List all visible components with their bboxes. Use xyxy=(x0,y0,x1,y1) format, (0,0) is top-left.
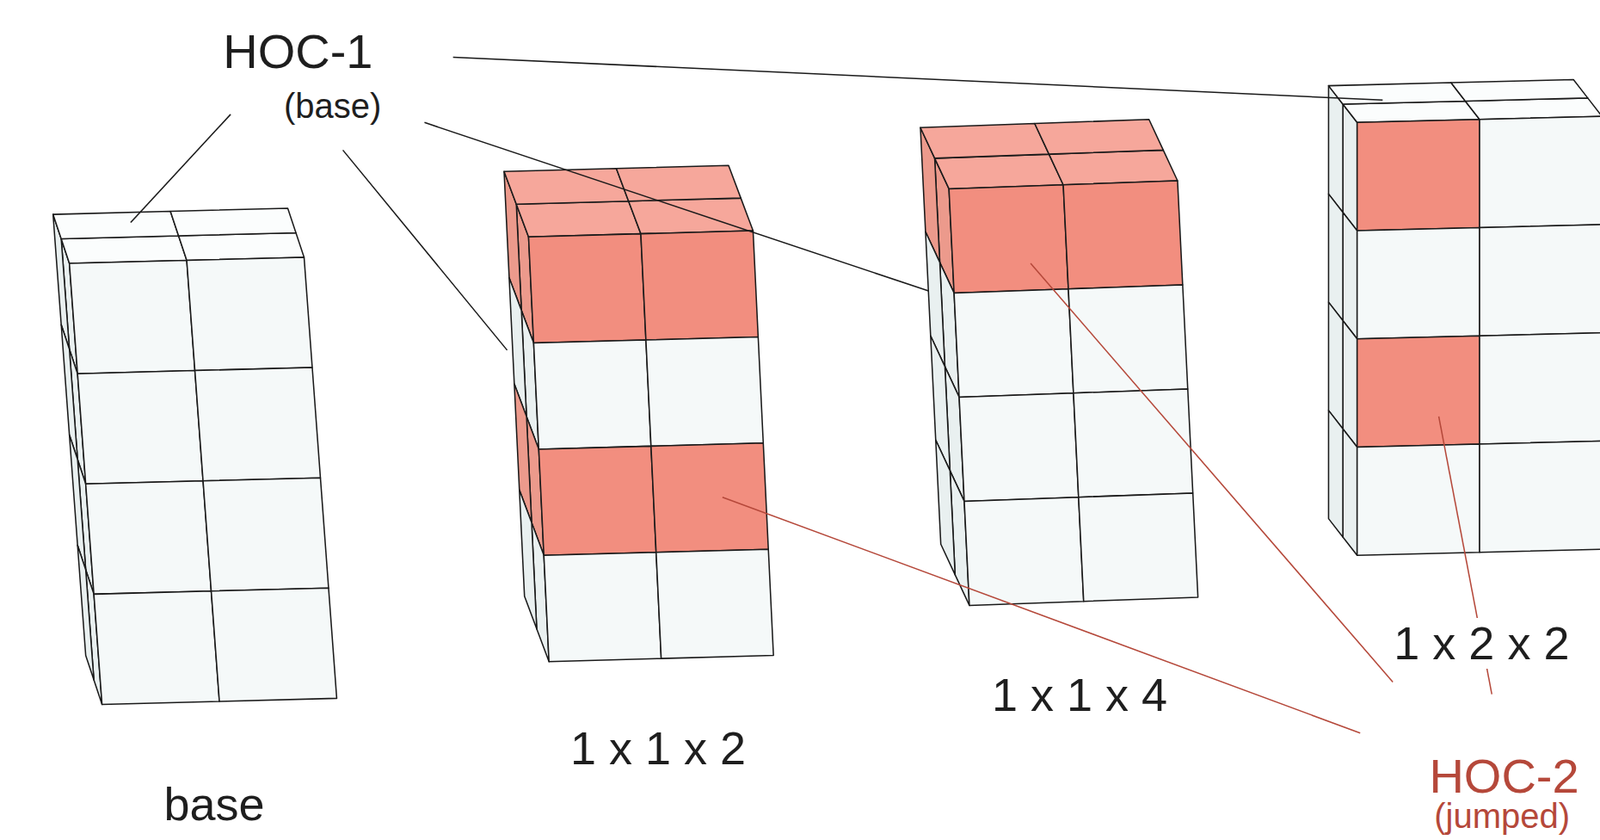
front-face xyxy=(211,587,338,702)
leader-line xyxy=(453,56,1384,100)
front-face xyxy=(656,548,774,659)
top-face xyxy=(504,168,629,205)
leader-line xyxy=(1030,263,1393,682)
front-face xyxy=(1078,492,1199,602)
top-face xyxy=(178,232,305,260)
front-face xyxy=(1063,180,1183,290)
front-face xyxy=(959,393,1079,502)
callout-subtitle: (base) xyxy=(280,86,385,125)
top-face xyxy=(1451,80,1588,102)
front-face xyxy=(640,230,758,340)
front-face xyxy=(1073,388,1194,498)
front-face xyxy=(203,477,329,591)
top-face xyxy=(628,197,754,234)
top-face xyxy=(61,235,187,264)
front-face xyxy=(195,367,321,481)
front-face xyxy=(1357,443,1480,555)
front-face xyxy=(1479,440,1600,552)
side-face xyxy=(1342,212,1358,339)
side-face xyxy=(1342,104,1358,231)
front-face xyxy=(953,289,1074,398)
callout-subtitle: (jumped) xyxy=(1430,796,1574,835)
front-face xyxy=(651,443,769,553)
front-face xyxy=(1357,335,1480,447)
front-face xyxy=(1479,224,1600,336)
top-face xyxy=(1328,82,1465,105)
side-face xyxy=(1328,301,1343,429)
leader-line xyxy=(722,497,1360,733)
top-face xyxy=(1342,100,1480,123)
front-face xyxy=(77,370,204,485)
top-face xyxy=(516,201,641,238)
side-face xyxy=(1328,410,1343,537)
top-face xyxy=(920,123,1049,159)
leader-line xyxy=(130,114,231,223)
top-face xyxy=(1034,119,1164,154)
side-face xyxy=(1342,320,1358,447)
front-face xyxy=(646,336,764,446)
leader-lines xyxy=(130,56,1492,733)
front-face xyxy=(186,257,313,371)
stack-caption: 1 x 1 x 4 xyxy=(988,669,1171,720)
front-face xyxy=(533,339,651,450)
front-face xyxy=(1479,332,1600,444)
side-face xyxy=(519,489,537,628)
callout-title: HOC-1 xyxy=(219,24,376,79)
callout-title: HOC-2 xyxy=(1425,749,1582,803)
top-face xyxy=(170,208,296,236)
leader-line xyxy=(343,149,508,350)
stack-caption: base xyxy=(160,778,269,830)
top-face xyxy=(935,153,1064,189)
top-face xyxy=(615,165,741,202)
front-face xyxy=(1479,116,1600,228)
side-face xyxy=(1342,428,1358,555)
top-face xyxy=(1048,149,1177,185)
side-face xyxy=(935,439,956,575)
block-stacks xyxy=(53,80,1600,705)
front-face xyxy=(948,184,1069,294)
side-face xyxy=(1328,193,1343,320)
front-face xyxy=(1357,119,1480,231)
stack-caption: 1 x 1 x 2 xyxy=(566,722,750,774)
front-face xyxy=(543,552,661,662)
front-face xyxy=(69,259,196,374)
front-face xyxy=(86,480,212,595)
front-face xyxy=(1357,227,1480,339)
front-face xyxy=(538,445,656,555)
stack-caption: 1 x 2 x 2 xyxy=(1390,617,1573,669)
front-face xyxy=(528,233,646,344)
front-face xyxy=(964,497,1084,606)
leader-line xyxy=(424,122,929,291)
top-face xyxy=(53,211,179,240)
side-face xyxy=(1328,86,1343,213)
front-face xyxy=(93,590,220,705)
